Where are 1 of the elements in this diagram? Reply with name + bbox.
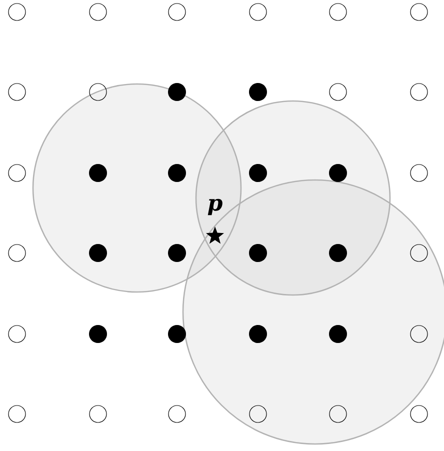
point-label: p <box>208 198 222 216</box>
